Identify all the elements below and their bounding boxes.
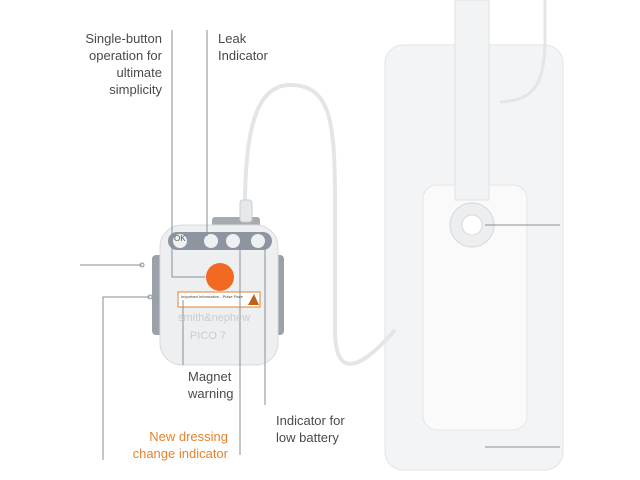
leader-lines (80, 30, 560, 460)
tubing (243, 82, 397, 366)
label-magnet-warning: Magnet warning (188, 369, 234, 401)
pico-device (152, 199, 284, 366)
ok-button-label[interactable]: OK (174, 234, 186, 243)
power-button (206, 263, 234, 291)
brand-logo: smith&nephew (178, 312, 251, 324)
label-new-dressing: New dressing change indicator (132, 429, 228, 461)
model-name: PICO 7 (190, 330, 227, 342)
top-tubing (499, 0, 547, 104)
magnet-warning-label: Important Information - Pulse Pacemaker … (181, 294, 243, 299)
label-leak-indicator: Leak Indicator (218, 31, 268, 63)
main-tube (454, 0, 490, 201)
label-single-button: Single-button operation for ultimate sim… (85, 31, 162, 97)
wound-dressing (384, 44, 564, 471)
label-low-battery: Indicator for low battery (276, 413, 345, 445)
